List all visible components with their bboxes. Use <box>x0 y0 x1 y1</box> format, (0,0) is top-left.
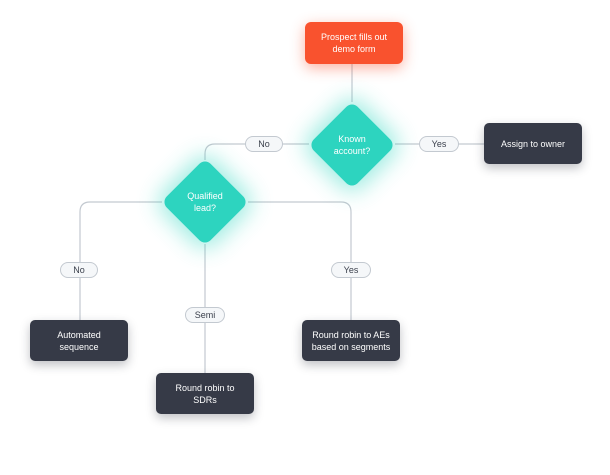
start-node: Prospect fills out demo form <box>305 22 403 64</box>
action-automated-sequence: Automated sequence <box>30 320 128 361</box>
edge-label-qualified-semi: Semi <box>185 307 225 323</box>
action-automated-sequence-label: Automated sequence <box>57 329 101 352</box>
decision-qualified-lead-label: Qualified lead? <box>187 191 223 213</box>
edge-qualified-no <box>79 201 162 320</box>
edge-qualified-yes <box>248 201 352 320</box>
action-assign-owner: Assign to owner <box>484 123 582 164</box>
action-round-robin-sdrs-label: Round robin to SDRs <box>175 382 235 405</box>
action-round-robin-sdrs: Round robin to SDRs <box>156 373 254 414</box>
edge-label-known-yes: Yes <box>419 136 459 152</box>
decision-qualified-lead: Qualified lead? <box>161 158 249 246</box>
decision-known-account-label: Known account? <box>333 134 371 156</box>
edge-label-known-no: No <box>245 136 283 152</box>
edge-known-no <box>204 143 309 160</box>
decision-known-account: Known account? <box>308 101 396 189</box>
action-round-robin-aes-label: Round robin to AEs based on segments <box>311 329 391 352</box>
action-round-robin-aes: Round robin to AEs based on segments <box>302 320 400 361</box>
start-node-label: Prospect fills out demo form <box>320 32 388 54</box>
edge-label-qualified-no: No <box>60 262 98 278</box>
edge-label-qualified-yes: Yes <box>331 262 371 278</box>
action-assign-owner-label: Assign to owner <box>500 138 566 149</box>
